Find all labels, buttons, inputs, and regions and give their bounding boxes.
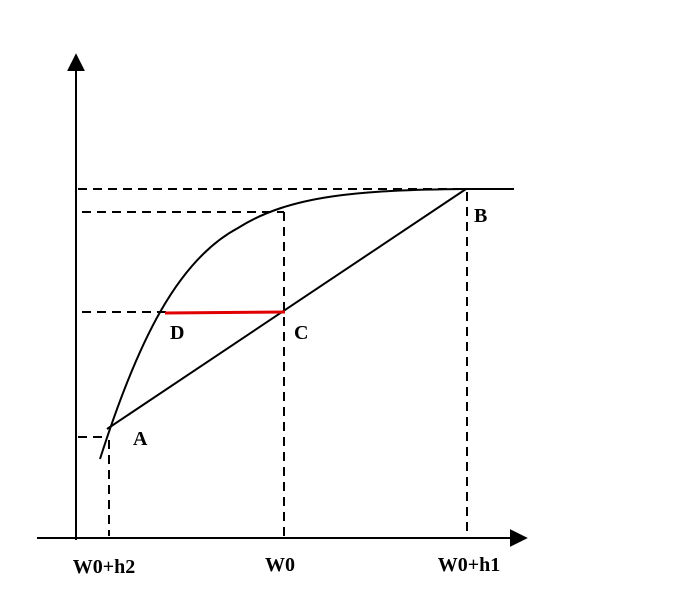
tick-label-w0: W0 [265, 554, 295, 576]
chord-ab [106, 188, 467, 430]
tick-label-w0-h1: W0+h1 [438, 554, 501, 576]
segment-dc [164, 310, 286, 315]
tick-label-w0-h2: W0+h2 [73, 556, 136, 578]
label-point-a: A [133, 428, 148, 450]
utility-curve [99, 188, 467, 460]
label-point-c: C [294, 322, 308, 344]
label-point-b: B [474, 205, 487, 227]
label-point-d: D [170, 322, 184, 344]
